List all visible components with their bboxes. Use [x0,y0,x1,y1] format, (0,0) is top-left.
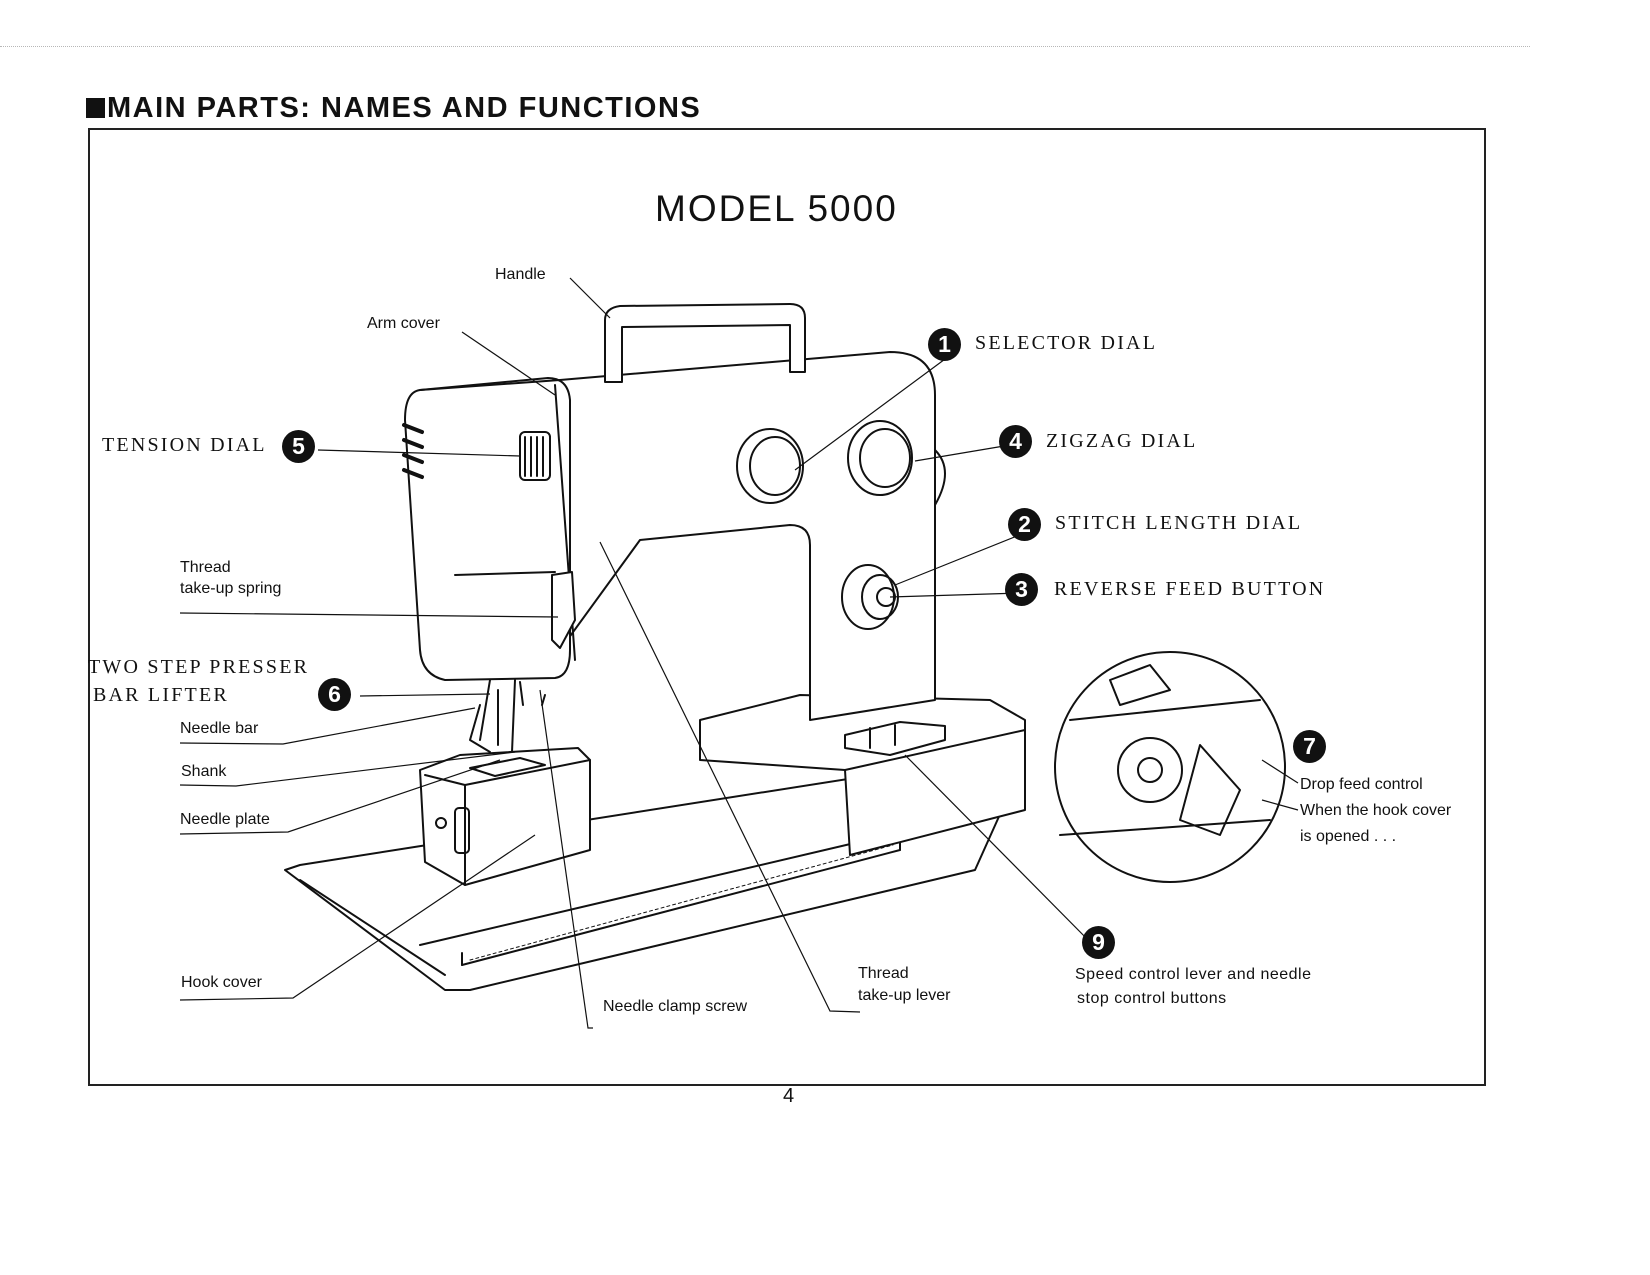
thread-take-up-spring-label-line2: take-up spring [180,580,282,597]
presser-bar-lifter-label-line2: BAR LIFTER [93,684,229,706]
arm-cover-label: Arm cover [367,315,440,332]
needle-clamp-screw-label: Needle clamp screw [603,998,748,1015]
speed-control-label-line2: stop control buttons [1077,990,1227,1007]
callout-number-4: 4 [999,425,1032,458]
thread-take-up-lever-label-line2: take-up lever [858,987,951,1004]
thread-take-up-lever-label-line1: Thread [858,965,909,982]
tension-dial-label: TENSION DIAL [102,434,267,456]
section-title-text: MAIN PARTS: NAMES AND FUNCTIONS [107,92,702,124]
page-number: 4 [783,1085,795,1107]
thread-take-up-spring-label-line1: Thread [180,559,231,576]
needle-plate-label: Needle plate [180,811,270,828]
drop-feed-control-label-line2: When the hook cover [1300,802,1452,819]
callout-number-5: 5 [282,430,315,463]
callout-number-1: 1 [928,328,961,361]
diagram-frame [88,128,1486,1086]
zigzag-dial-label: ZIGZAG DIAL [1046,430,1198,452]
hook-cover-label: Hook cover [181,974,262,991]
needle-bar-label: Needle bar [180,720,259,737]
callout-number-7: 7 [1293,730,1326,763]
section-title: MAIN PARTS: NAMES AND FUNCTIONS [86,92,701,125]
presser-bar-lifter-label-line1: TWO STEP PRESSER [88,656,310,678]
reverse-feed-button-label: REVERSE FEED BUTTON [1054,578,1326,600]
model-title: MODEL 5000 [655,188,898,229]
speed-control-label-line1: Speed control lever and needle [1075,966,1312,983]
scan-artifact-line [0,46,1530,51]
callout-number-9: 9 [1082,926,1115,959]
callout-number-3: 3 [1005,573,1038,606]
shank-label: Shank [181,763,227,780]
stitch-length-dial-label: STITCH LENGTH DIAL [1055,512,1303,534]
callout-number-2: 2 [1008,508,1041,541]
handle-label: Handle [495,266,546,283]
callout-number-6: 6 [318,678,351,711]
title-bullet [86,98,105,118]
drop-feed-control-label-line3: is opened . . . [1300,828,1397,845]
selector-dial-label: SELECTOR DIAL [975,332,1158,354]
drop-feed-control-label-line1: Drop feed control [1300,776,1423,793]
